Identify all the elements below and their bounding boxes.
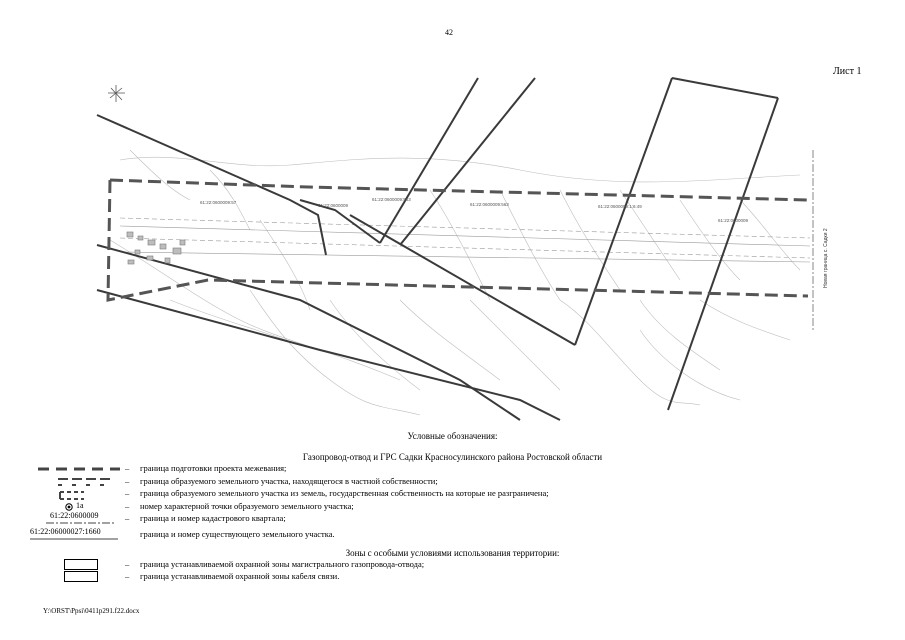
settlement-cluster: [126, 231, 186, 265]
existing-parcel-symbol: 61:22:06000027:1660: [30, 527, 118, 540]
protection-zone-strips: [96, 77, 779, 421]
legend-item-text: граница устанавливаемой охранной зоны ка…: [140, 571, 340, 581]
corridor-lines: [119, 217, 811, 263]
legend-item-text: номер характерной точки образуемого земе…: [140, 501, 354, 511]
parcel-label: 61:22:0600009:57: [200, 200, 237, 205]
zone-legend-item: – граница устанавливаемой охранной зоны …: [0, 559, 905, 571]
cadastral-quarter-symbol: 61:22:0600009: [46, 511, 116, 524]
parcel-label: 61:22:0600009: [718, 218, 749, 223]
legend-item: – граница подготовки проекта межевания;: [0, 463, 905, 475]
project-boundary: [106, 178, 809, 302]
legend-subtitle: Газопровод-отвод и ГРС Садки Красносулин…: [302, 452, 603, 462]
zone-legend-item: – граница устанавливаемой охранной зоны …: [0, 571, 905, 583]
contour-lines: [109, 149, 801, 416]
parcel-label: 61:22:0600009: [318, 203, 349, 208]
vertical-boundary-label: Новая граница с. Садки 2: [823, 228, 829, 288]
survey-map: 61:22:0600009:57 61:22:0600009 61:22:060…: [96, 77, 829, 421]
state-parcel-symbol: [59, 491, 84, 500]
legend-item: – граница образуемого земельного участка…: [0, 488, 905, 500]
page-number: 42: [445, 28, 453, 37]
legend-item: 1a – номер характерной точки образуемого…: [0, 501, 905, 513]
cable-zone-symbol: [64, 571, 98, 582]
parcel-label: 61:22:0600009:563: [372, 197, 411, 202]
legend-item-text: граница образуемого земельного участка, …: [140, 476, 438, 486]
footer-path: Y:\ORST\Ppsi\0411p291.f22.docx: [43, 607, 140, 615]
gas-pipeline-zone-symbol: [64, 559, 98, 570]
private-parcel-symbol: [58, 478, 110, 486]
zones-title: Зоны с особыми условиями использования т…: [345, 548, 560, 558]
legend-item: 61:22:06000027:1660 граница и номер суще…: [0, 527, 905, 541]
legend-title: Условные обозначения:: [407, 431, 498, 441]
sheet-label: Лист 1: [833, 66, 862, 77]
point-marker-icon: [65, 503, 73, 511]
legend-item: – граница образуемого земельного участка…: [0, 476, 905, 488]
legend-item: 61:22:0600009 – граница и номер кадастро…: [0, 511, 905, 525]
legend-item-text: граница образуемого земельного участка и…: [140, 488, 549, 498]
parcel-label: 61:22:0600009:563: [470, 202, 509, 207]
legend-item-text: граница и номер кадастрового квартала;: [140, 513, 286, 523]
legend-item-text: граница устанавливаемой охранной зоны ма…: [140, 559, 425, 569]
legend-item-text: граница подготовки проекта межевания;: [140, 463, 287, 473]
project-boundary-symbol: [38, 467, 120, 471]
north-arrow-icon: [108, 85, 125, 102]
point-number-symbol: 1a: [38, 501, 124, 513]
legend-item-text: граница и номер существующего земельного…: [140, 529, 335, 539]
parcel-label: 61:22:0600009:1:6:49: [598, 204, 642, 209]
